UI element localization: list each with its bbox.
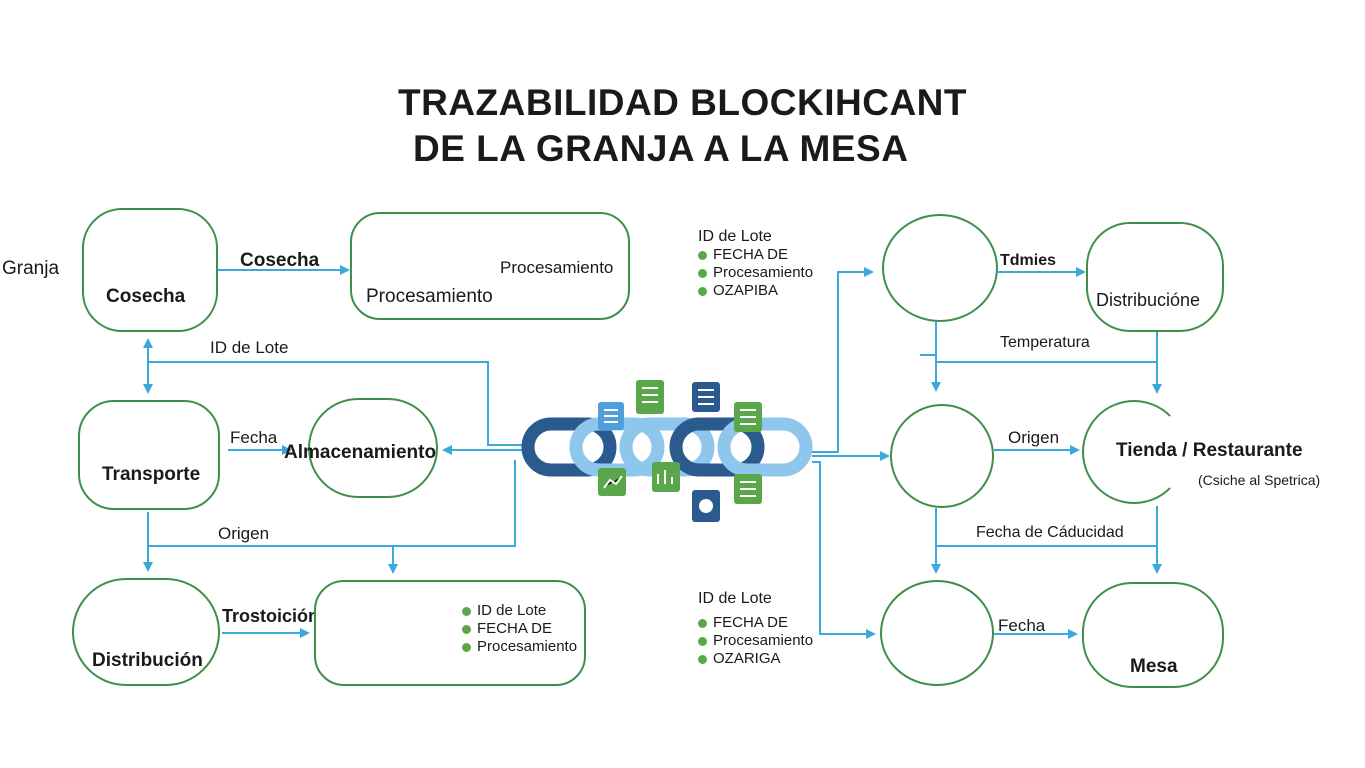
fecha-right-edge-label: Fecha	[998, 616, 1046, 635]
top-info-bullet: Procesamiento	[713, 264, 814, 281]
cosecha-node-label: Cosecha	[106, 286, 186, 307]
bottom-info-block: ID de Lote FECHA DE Procesamiento OZARIG…	[698, 590, 813, 668]
procesamiento-node[interactable]: Procesamiento Procesamiento	[350, 212, 630, 320]
top-info-header: ID de Lote	[698, 228, 772, 245]
blockchain-chain-icon	[521, 380, 813, 522]
procesamiento-side-label: Procesamiento	[500, 258, 614, 277]
tienda-node-label: Tienda / Restaurante	[1116, 440, 1303, 461]
distribucione-node[interactable]: Distribucióne	[1086, 222, 1224, 332]
procesamiento-node-label: Procesamiento	[366, 286, 493, 307]
globe-node[interactable]	[890, 404, 994, 508]
origen-edge-label: Origen	[218, 524, 270, 543]
almacenamiento-node-label: Almacenamiento	[284, 442, 437, 463]
cosecha-node[interactable]: Cosecha	[82, 208, 218, 332]
cosecha-edge-label: Cosecha	[240, 250, 320, 271]
origen-right-edge-label: Origen	[1008, 428, 1060, 447]
distribucion-node[interactable]: Distribución	[72, 578, 220, 686]
molecule-node[interactable]	[882, 214, 998, 322]
tienda-node[interactable]	[1082, 400, 1186, 504]
tienda-node-sublabel: (Csiche al Spetrica)	[1198, 472, 1321, 488]
arrow-temperatura-tienda	[936, 361, 1162, 394]
storage-bullet: Procesamiento	[477, 638, 578, 655]
bottom-info-bullet: OZARIGA	[713, 650, 781, 667]
arrow-chain-molecule	[812, 267, 874, 453]
top-info-block: ID de Lote FECHA DE Procesamiento OZAPIB…	[698, 228, 813, 300]
distribucion-node-label: Distribución	[92, 650, 203, 671]
almacenamiento-node[interactable]: Almacenamiento	[284, 398, 438, 498]
arrow-origen	[148, 460, 516, 547]
fecha-edge-label: Fecha	[230, 428, 278, 447]
storage-bullets: ID de Lote FECHA DE Procesamiento	[462, 602, 577, 656]
storage-bullet: ID de Lote	[477, 602, 547, 619]
bottom-info-bullet: FECHA DE	[713, 614, 789, 631]
trostoicion-edge-label: Trostoición	[222, 606, 320, 626]
bottom-info-bullet: Procesamiento	[713, 632, 814, 649]
mesa-node-label: Mesa	[1130, 656, 1178, 677]
title-line-1: TRAZABILIDAD BLOCKIHCANT	[398, 82, 967, 123]
arrow-temperatura	[920, 354, 941, 392]
arrow-id-lote	[143, 361, 530, 446]
distribucione-node-label: Distribucióne	[1096, 290, 1201, 310]
id-lote-edge-label: ID de Lote	[210, 338, 289, 357]
top-info-bullet: OZAPIBA	[713, 282, 779, 299]
granja-label: Granja	[2, 258, 60, 279]
temperatura-edge-label: Temperatura	[1000, 334, 1090, 351]
bottom-info-header: ID de Lote	[698, 590, 772, 607]
transporte-node[interactable]: Transporte	[78, 400, 220, 510]
transporte-node-label: Transporte	[102, 464, 201, 485]
title-line-2: DE LA GRANJA A LA MESA	[413, 128, 909, 169]
storage-bullet: FECHA DE	[477, 620, 553, 637]
top-info-bullet: FECHA DE	[713, 246, 789, 263]
caducidad-edge-label: Fecha de Cáducidad	[976, 524, 1124, 541]
mesa-node[interactable]: Mesa	[1082, 582, 1224, 688]
arrow-chain-store	[812, 461, 876, 639]
store-node[interactable]	[880, 580, 994, 686]
tdmies-edge-label: Tdmies	[1000, 252, 1057, 269]
storage-node[interactable]: ID de Lote FECHA DE Procesamiento	[314, 580, 586, 686]
